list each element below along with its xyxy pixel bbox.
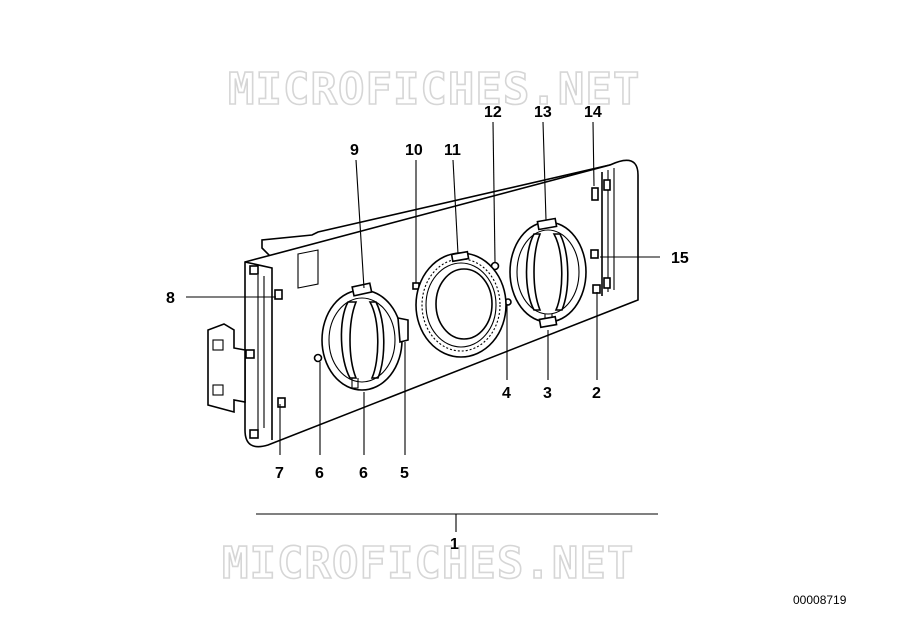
callout-11: 11 bbox=[444, 142, 461, 159]
callout-6-centre: 6 bbox=[359, 465, 368, 482]
callout-1: 1 bbox=[450, 536, 459, 553]
callout-labels: 1 2 3 4 5 6 6 7 8 9 10 11 12 13 14 15 bbox=[166, 104, 689, 553]
knob-centre bbox=[415, 250, 507, 358]
callout-13: 13 bbox=[534, 104, 552, 121]
callout-2: 2 bbox=[592, 385, 601, 402]
callout-6-left: 6 bbox=[315, 465, 324, 482]
callout-14: 14 bbox=[584, 104, 602, 121]
callout-4: 4 bbox=[502, 385, 511, 402]
callout-9: 9 bbox=[350, 142, 359, 159]
screw-bottom-left bbox=[249, 429, 259, 439]
knob-left bbox=[321, 282, 409, 391]
callout-5: 5 bbox=[400, 465, 409, 482]
mounting-bracket bbox=[207, 323, 246, 414]
screw-top-left bbox=[249, 265, 259, 275]
callout-7: 7 bbox=[275, 465, 284, 482]
callout-10: 10 bbox=[405, 142, 423, 159]
callout-3: 3 bbox=[543, 385, 552, 402]
watermark-top: MICROFICHES.NET bbox=[228, 64, 640, 115]
callout-8: 8 bbox=[166, 290, 175, 307]
callout-15: 15 bbox=[671, 250, 689, 267]
control-panel-drawing bbox=[207, 159, 639, 448]
diagram-reference-number: 00008719 bbox=[793, 593, 847, 607]
leader-lines bbox=[186, 121, 660, 532]
knob-right bbox=[509, 217, 587, 329]
watermark-bottom: MICROFICHES.NET bbox=[222, 538, 634, 589]
callout-12: 12 bbox=[484, 104, 502, 121]
